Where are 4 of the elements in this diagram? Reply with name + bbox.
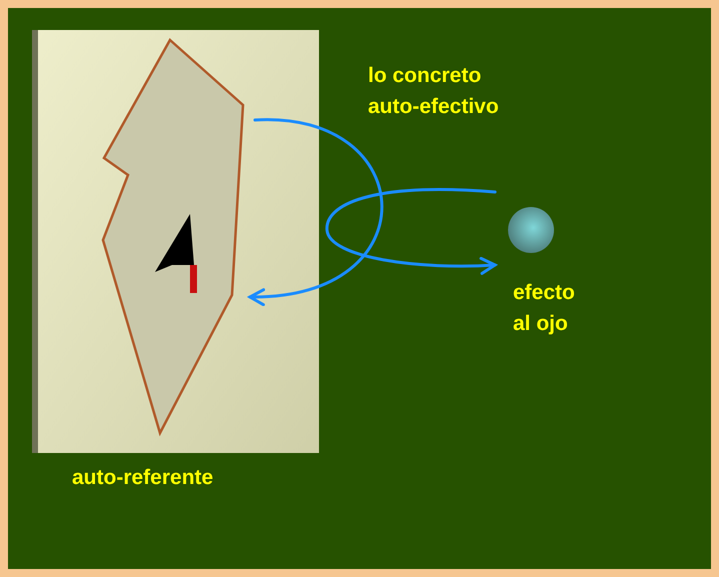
node-label: auto-referente [72,465,214,491]
curved-arrow [326,188,496,275]
curved-arrow [248,118,384,305]
node-label: efecto al ojo [513,280,576,337]
